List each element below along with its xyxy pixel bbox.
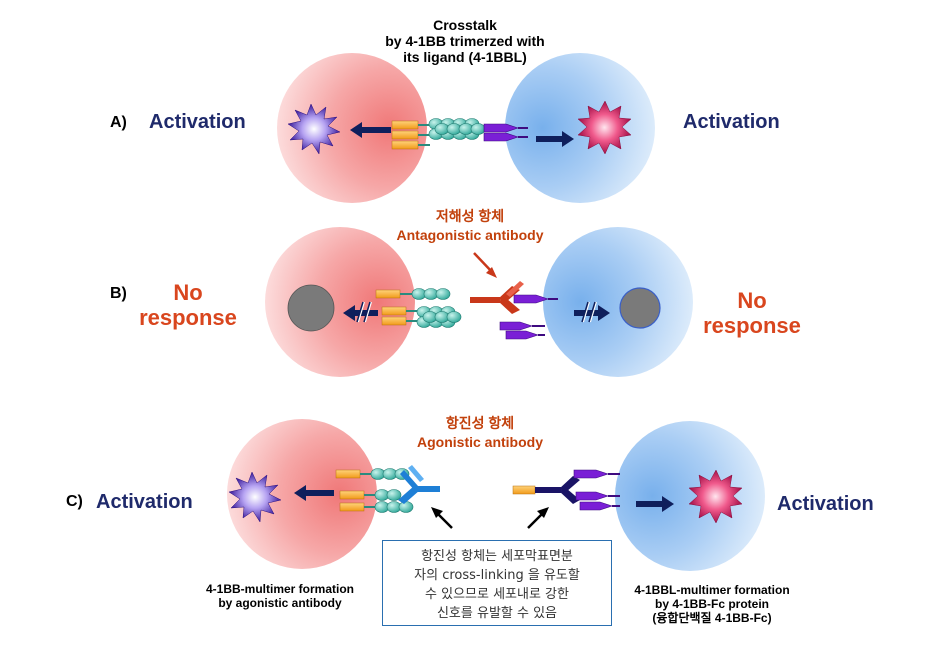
pointer-arrowhead-c-right-icon: [537, 507, 549, 518]
right-cell-c: [615, 421, 765, 571]
left-cell-b: [265, 227, 415, 377]
agonistic-antibody-left-icon: [398, 465, 440, 504]
ligand-4-1bbl-c-icon: [573, 469, 613, 511]
panel-b-right-label: No response: [703, 288, 801, 339]
panel-c-letter: C): [66, 493, 83, 510]
ligand-4-1bbl-icon: [483, 123, 519, 142]
fusion-protein-4-1bb-fc-icon: [512, 476, 580, 504]
receptor-4-1bb-icon: [391, 120, 430, 150]
panel-b-antibody-korean: 저해성 항체: [435, 208, 505, 224]
panel-c-left-label: Activation: [96, 491, 193, 513]
panel-b-letter: B): [110, 285, 127, 302]
arrow-left-icon: [350, 122, 391, 138]
pointer-arrowhead-c-left-icon: [431, 507, 443, 518]
right-cell-b: [543, 227, 693, 377]
panel-a-title: Crosstalk by 4-1BB trimerzed with its li…: [385, 17, 545, 66]
trimer-beads-icon: [428, 118, 486, 140]
panel-c-right-label: Activation: [777, 493, 874, 515]
receptor-4-1bb-c-icon: [335, 469, 376, 512]
explanation-note-text: 항진성 항체는 세포막표면분 자의 cross-linking 을 유도할 수 …: [414, 549, 580, 621]
panel-c: [227, 419, 765, 571]
ligand-4-1bbl-b-icon: [499, 294, 549, 340]
panel-a-letter: A): [110, 114, 127, 131]
panel-c-left-caption: 4-1BB-multimer formation by agonistic an…: [205, 582, 354, 610]
arrow-left-c-icon: [294, 485, 334, 501]
panel-a: [277, 53, 655, 203]
inactive-nucleus-left-icon: [287, 284, 335, 332]
panel-c-antibody-english: Agonistic antibody: [417, 434, 543, 450]
activation-star-c-icon: [688, 469, 743, 524]
bead-chains-c-icon: [370, 468, 414, 513]
panel-b-antibody-english: Antagonistic antibody: [396, 227, 544, 243]
blocked-arrow-left-icon: [343, 301, 378, 323]
pointer-arrowhead-b-icon: [486, 267, 497, 278]
blocked-arrow-right-icon: [574, 301, 610, 323]
panel-a-right-label: Activation: [683, 111, 780, 133]
right-cell-a: [505, 53, 655, 203]
panel-a-left-label: Activation: [149, 111, 246, 133]
explanation-note-box: 항진성 항체는 세포막표면분 자의 cross-linking 을 유도할 수 …: [382, 540, 612, 626]
activation-star-icon: [577, 100, 632, 155]
arrow-right-icon: [536, 131, 574, 147]
arrow-right-c-icon: [636, 496, 674, 512]
left-cell-a: [277, 53, 427, 203]
panel-b: [265, 227, 693, 377]
activation-burst-icon: [287, 103, 341, 155]
panel-b-left-label: No response: [139, 280, 237, 331]
panel-c-right-caption: 4-1BBL-multimer formation by 4-1BB-Fc pr…: [634, 583, 790, 625]
antagonistic-antibody-icon: [470, 281, 524, 314]
activation-burst-c-icon: [228, 471, 282, 523]
receptor-4-1bb-b-icon: [375, 289, 418, 326]
bead-chains-b-icon: [411, 288, 462, 328]
inactive-nucleus-right-icon: [619, 287, 661, 329]
panel-c-antibody-korean: 항진성 항체: [445, 415, 515, 431]
